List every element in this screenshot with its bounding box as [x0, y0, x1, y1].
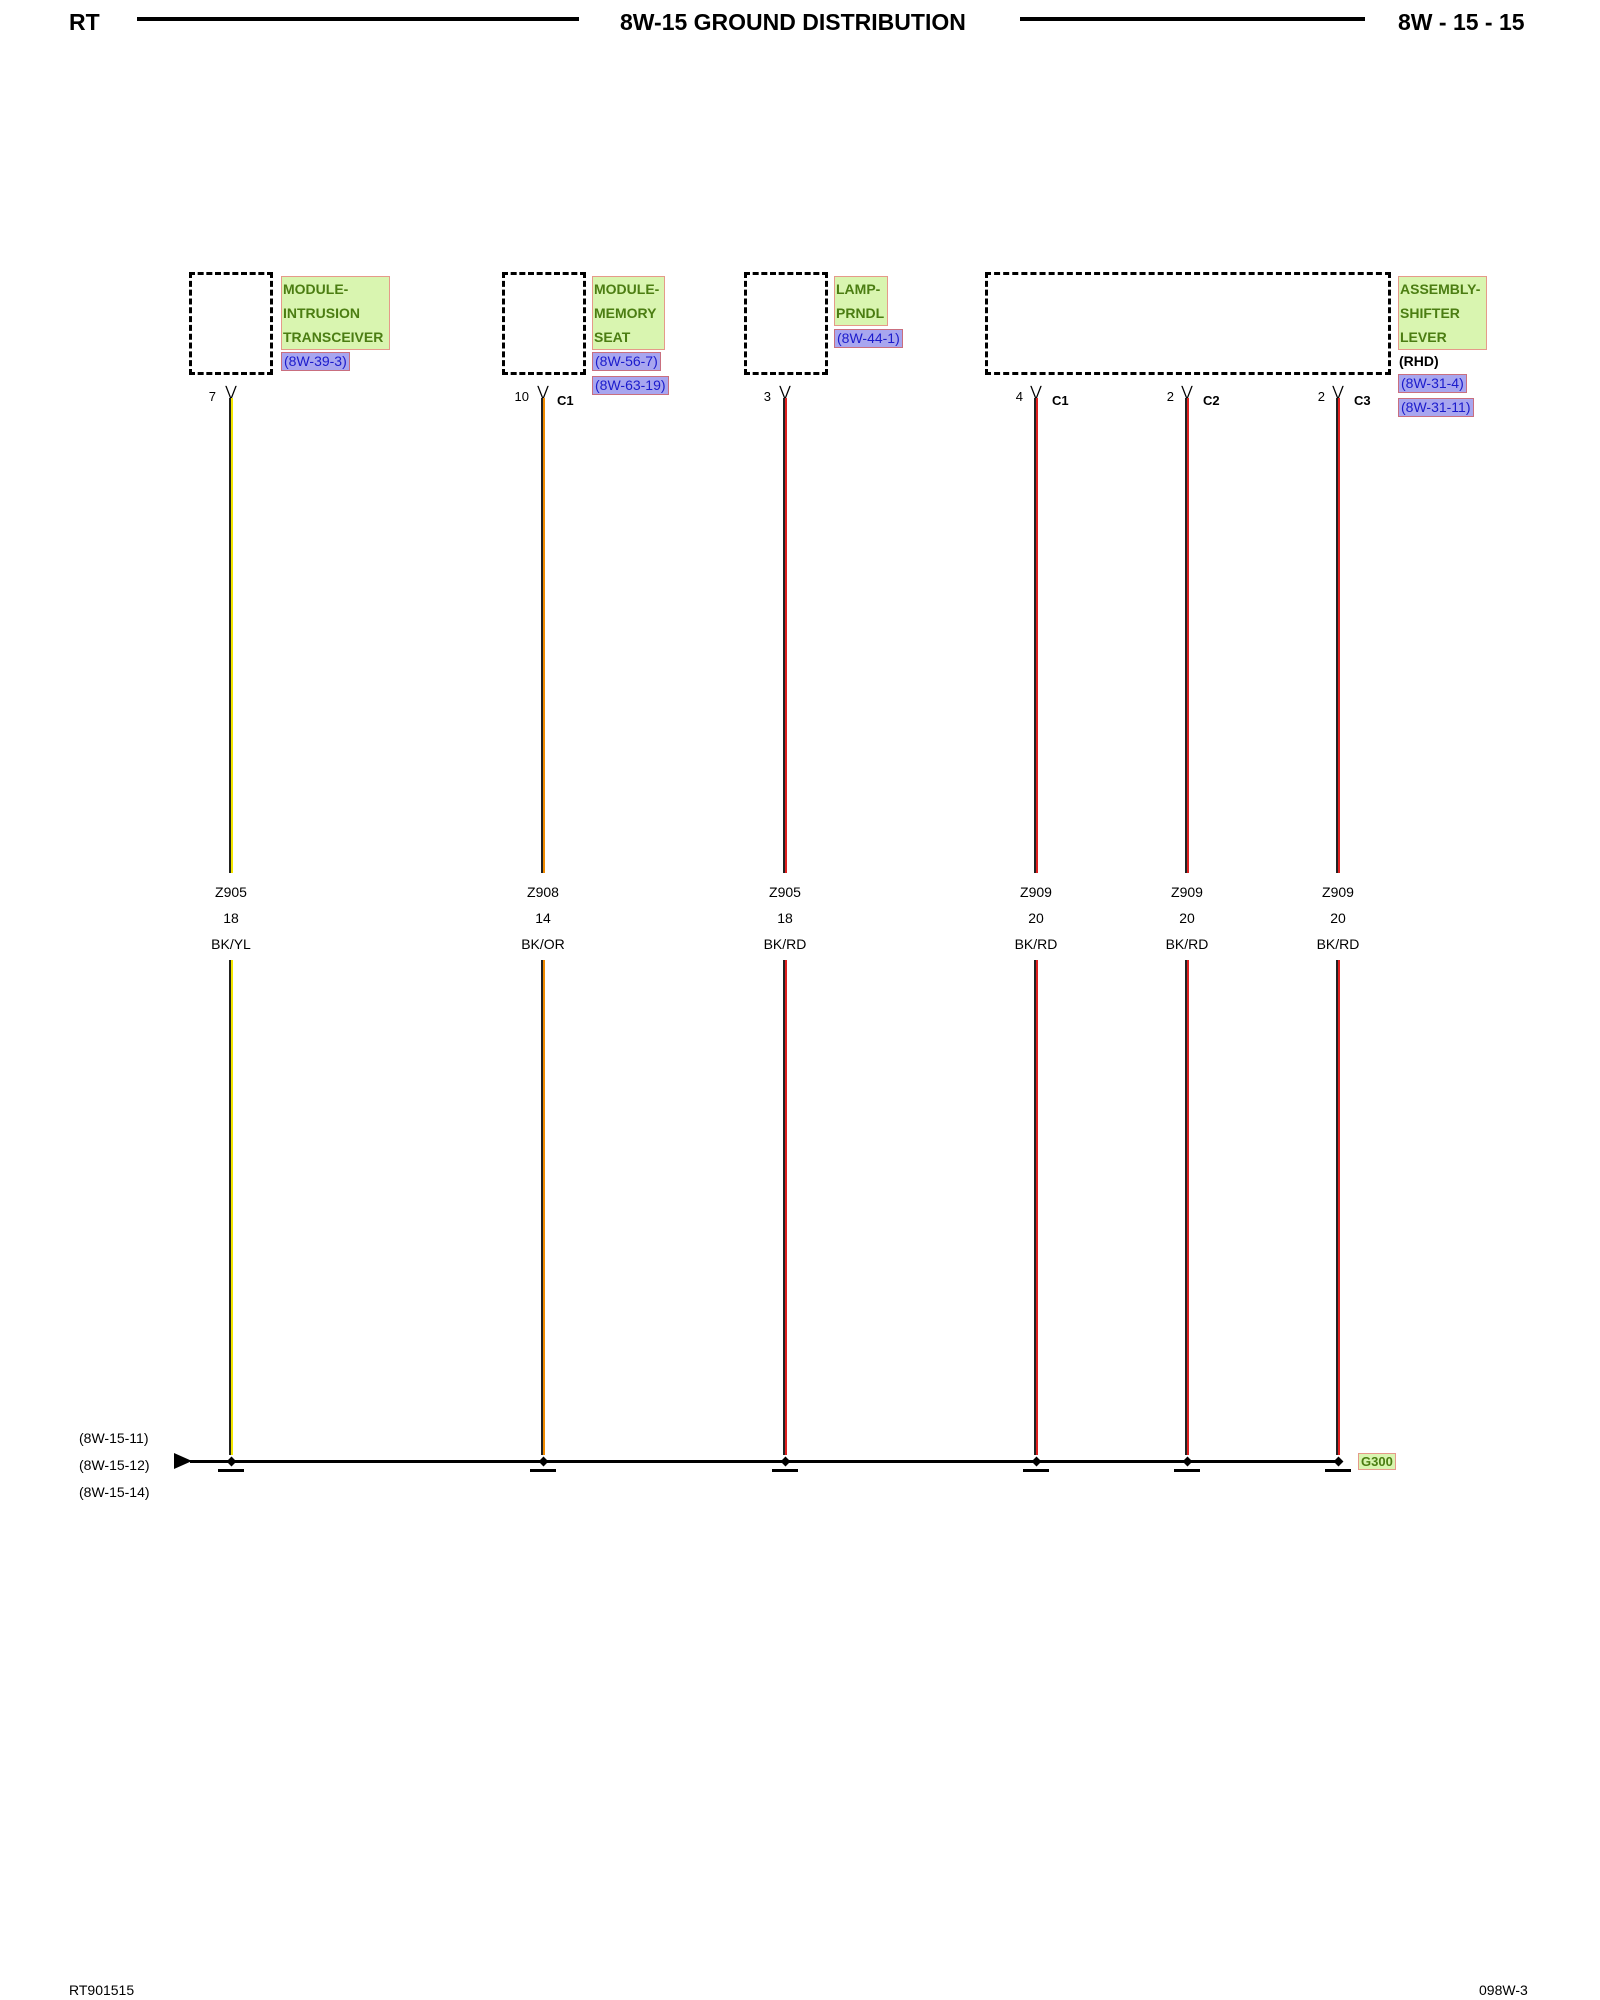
terminal-fork-icon: ⋁ [1181, 383, 1193, 399]
terminal-fork-icon: ⋁ [225, 383, 237, 399]
splice-dot-icon [1182, 1456, 1193, 1467]
label-line: MODULE- [594, 281, 660, 297]
terminal-fork-icon: ⋁ [537, 383, 549, 399]
header-rule-left [137, 17, 579, 21]
ground-bus-ref-link[interactable]: (8W-15-11) [79, 1430, 149, 1446]
pin-number: 3 [763, 389, 771, 404]
wire-lower[interactable] [1034, 960, 1038, 1455]
splice-dot-icon [226, 1456, 237, 1467]
wire-circuit-label: Z908 [527, 884, 559, 900]
ground-bus-arrow-icon [174, 1453, 192, 1469]
pin-number: 2 [1317, 389, 1325, 404]
wire-circuit-label: Z909 [1322, 884, 1354, 900]
footer-code: RT901515 [69, 1982, 135, 1998]
ground-point-g300[interactable]: G300 [1358, 1453, 1396, 1470]
wire-upper[interactable] [541, 398, 545, 873]
rhd-note: (RHD) [1399, 353, 1439, 369]
label-line: ASSEMBLY- [1400, 281, 1481, 297]
prndl-lamp-outline [744, 272, 828, 375]
wire-upper[interactable] [1185, 398, 1189, 873]
wire-circuit-label: Z905 [769, 884, 801, 900]
wire-gauge-label: 18 [223, 910, 239, 926]
ground-terminal-icon [1174, 1469, 1200, 1472]
intrusion-transceiver-label[interactable]: MODULE- INTRUSION TRANSCEIVER [281, 276, 390, 350]
wire-lower[interactable] [229, 960, 233, 1455]
wire-color-label: BK/RD [1014, 936, 1058, 952]
footer-page-ref: 098W-3 [1479, 1982, 1528, 1998]
label-line: MEMORY [594, 305, 657, 321]
connector-label: C1 [557, 393, 574, 408]
splice-dot-icon [780, 1456, 791, 1467]
wire-gauge-label: 20 [1330, 910, 1346, 926]
wire-gauge-label: 20 [1179, 910, 1195, 926]
pin-number: 4 [1015, 389, 1023, 404]
label-line: MODULE- [283, 281, 349, 297]
ground-terminal-icon [218, 1469, 244, 1472]
memory-seat-label[interactable]: MODULE- MEMORY SEAT [592, 276, 665, 350]
pin-number: 10 [514, 389, 529, 404]
memory-seat-outline [502, 272, 586, 375]
label-line: PRNDL [836, 305, 885, 321]
wire-circuit-label: Z909 [1020, 884, 1052, 900]
terminal-fork-icon: ⋁ [779, 383, 791, 399]
label-line: INTRUSION [283, 305, 360, 321]
ground-terminal-icon [772, 1469, 798, 1472]
ground-terminal-icon [1325, 1469, 1351, 1472]
header-rule-right [1020, 17, 1365, 21]
wire-color-label: BK/RD [1165, 936, 1209, 952]
label-line: LAMP- [836, 281, 881, 297]
intrusion-ref-link[interactable]: (8W-39-3) [281, 352, 350, 371]
pin-number: 2 [1166, 389, 1174, 404]
pin-number: 7 [208, 389, 216, 404]
terminal-fork-icon: ⋁ [1030, 383, 1042, 399]
terminal-fork-icon: ⋁ [1332, 383, 1344, 399]
wire-circuit-label: Z909 [1171, 884, 1203, 900]
splice-dot-icon [1333, 1456, 1344, 1467]
connector-label: C1 [1052, 393, 1069, 408]
wire-color-label: BK/RD [1316, 936, 1360, 952]
ground-terminal-icon [1023, 1469, 1049, 1472]
intrusion-transceiver-outline [189, 272, 273, 375]
wire-lower[interactable] [1336, 960, 1340, 1455]
wire-gauge-label: 18 [777, 910, 793, 926]
wire-gauge-label: 20 [1028, 910, 1044, 926]
wire-color-label: BK/YL [211, 936, 251, 952]
label-line: LEVER [1400, 329, 1447, 345]
ground-bus-ref-link[interactable]: (8W-15-12) [79, 1457, 150, 1473]
wire-gauge-label: 14 [535, 910, 551, 926]
wire-upper[interactable] [229, 398, 233, 873]
wire-upper[interactable] [1336, 398, 1340, 873]
ground-bus-ref-link[interactable]: (8W-15-14) [79, 1484, 150, 1500]
ground-terminal-icon [530, 1469, 556, 1472]
shifter-ref-link-2[interactable]: (8W-31-11) [1398, 398, 1474, 417]
shifter-ref-link-1[interactable]: (8W-31-4) [1398, 374, 1467, 393]
label-line: SEAT [594, 329, 631, 345]
memory-seat-ref-link-1[interactable]: (8W-56-7) [592, 352, 661, 371]
wire-color-label: BK/OR [521, 936, 565, 952]
page-title: 8W-15 GROUND DISTRIBUTION [620, 9, 966, 35]
wire-upper[interactable] [783, 398, 787, 873]
page-number: 8W - 15 - 15 [1398, 9, 1525, 35]
ground-bus[interactable] [190, 1460, 1340, 1463]
wire-lower[interactable] [1185, 960, 1189, 1455]
memory-seat-ref-link-2[interactable]: (8W-63-19) [592, 376, 669, 395]
prndl-ref-link[interactable]: (8W-44-1) [834, 329, 903, 348]
wire-lower[interactable] [541, 960, 545, 1455]
label-line: TRANSCEIVER [283, 329, 384, 345]
wire-color-label: BK/RD [763, 936, 807, 952]
label-line: SHIFTER [1400, 305, 1460, 321]
wire-lower[interactable] [783, 960, 787, 1455]
connector-label: C2 [1203, 393, 1220, 408]
shifter-assembly-label[interactable]: ASSEMBLY- SHIFTER LEVER [1398, 276, 1487, 350]
shifter-assembly-outline [985, 272, 1391, 375]
splice-dot-icon [538, 1456, 549, 1467]
wire-circuit-label: Z905 [215, 884, 247, 900]
splice-dot-icon [1031, 1456, 1042, 1467]
header-section-code: RT [69, 9, 100, 35]
connector-label: C3 [1354, 393, 1371, 408]
prndl-lamp-label[interactable]: LAMP- PRNDL [834, 276, 888, 326]
wire-upper[interactable] [1034, 398, 1038, 873]
